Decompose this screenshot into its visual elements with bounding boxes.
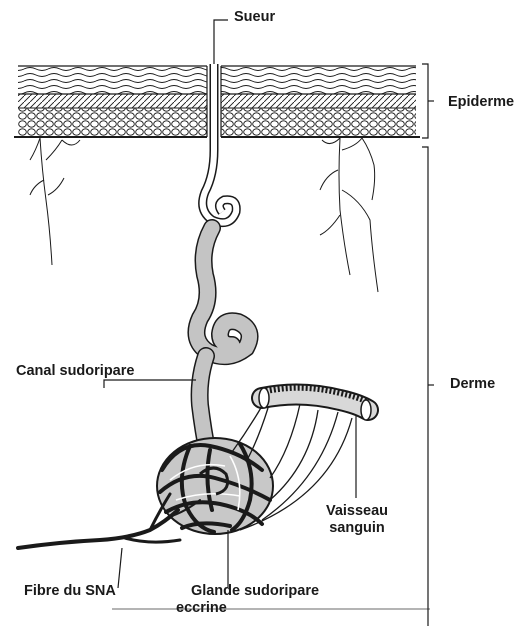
sweat-gland-coil bbox=[157, 438, 273, 534]
gland-label-line1: Glande sudoripare bbox=[170, 583, 340, 600]
epidermis-label: Epiderme bbox=[448, 94, 514, 111]
sweat-label: Sueur bbox=[234, 9, 275, 26]
gland-label: Glande sudoripare eccrine bbox=[170, 583, 340, 617]
blood-vessel-label-line2: sanguin bbox=[316, 520, 398, 537]
gland-label-line2: eccrine bbox=[170, 600, 340, 617]
sweat-duct-label: Canal sudoripare bbox=[16, 363, 134, 380]
dermis-label: Derme bbox=[450, 376, 495, 393]
ans-fiber-label: Fibre du SNA bbox=[24, 583, 116, 600]
epidermis-brace bbox=[422, 64, 434, 138]
blood-vessel-label-line1: Vaisseau bbox=[316, 503, 398, 520]
dermis-brace bbox=[422, 147, 434, 626]
blood-vessel-label: Vaisseau sanguin bbox=[316, 503, 398, 537]
